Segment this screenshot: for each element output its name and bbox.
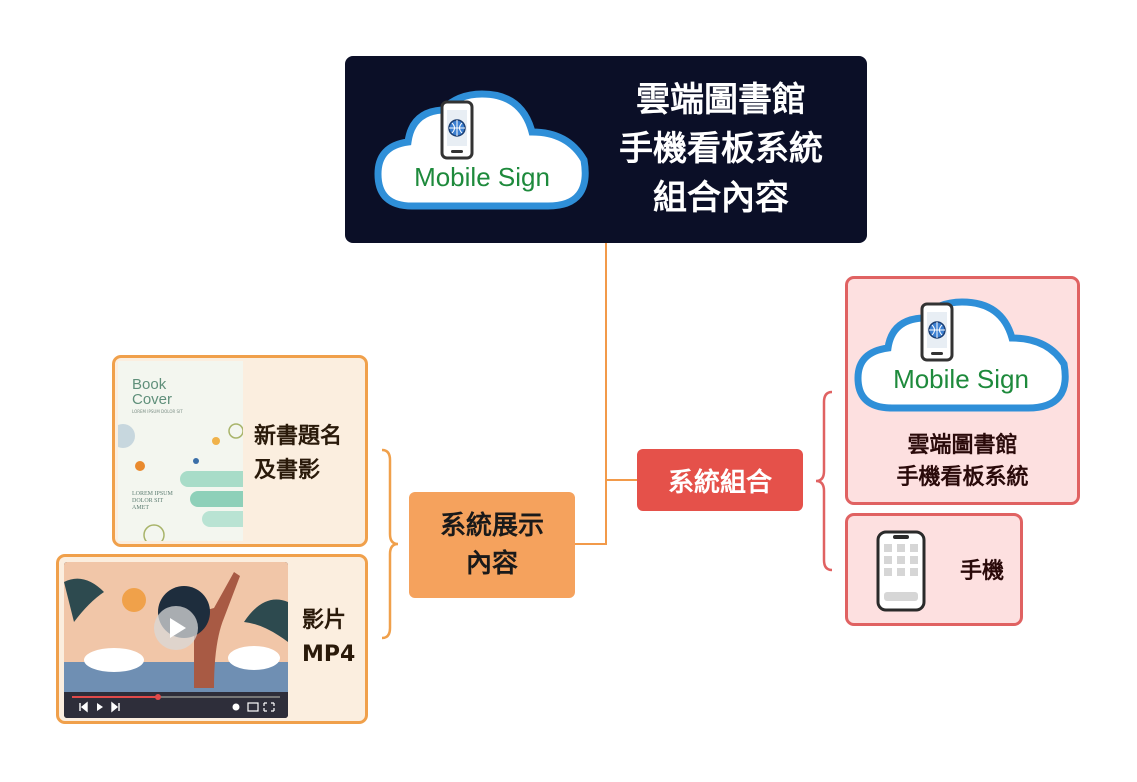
book-cover-image: Book Cover LOREM IPSUM DOLOR SIT LOREM I…	[118, 361, 243, 541]
book-cover-body-line-3: AMET	[132, 505, 149, 511]
video-card-label-line-1: 影片	[302, 608, 347, 633]
connector-display	[575, 543, 607, 545]
book-card-label-line-2: 及書影	[254, 458, 321, 483]
root-title-line-2: 手機看板系統	[619, 129, 823, 169]
bracket-right	[815, 390, 833, 572]
book-cover-title-line-1: Book	[132, 376, 167, 393]
book-cover-title: Book Cover	[132, 377, 172, 407]
book-cover-subtitle: LOREM IPSUM DOLOR SIT	[132, 409, 183, 414]
display-content-node: 系統展示 內容	[409, 492, 575, 598]
mobile-sign-card-logo	[854, 298, 1069, 412]
phone-card-label: 手機	[960, 559, 1005, 584]
book-card-label-line-1: 新書題名	[254, 424, 343, 449]
mobile-sign-card-label-line-1: 雲端圖書館	[907, 433, 1018, 458]
root-title-line-3: 組合內容	[653, 178, 789, 218]
bracket-left	[381, 448, 399, 640]
root-title: 雲端圖書館 手機看板系統 組合內容	[580, 76, 862, 223]
mobile-sign-card-label-line-2: 手機看板系統	[896, 465, 1029, 490]
book-cover-body: LOREM IPSUM DOLOR SIT AMET	[132, 491, 173, 512]
book-cover-body-line-2: DOLOR SIT	[132, 498, 164, 504]
root-logo-text: Mobile Sign	[414, 162, 550, 192]
book-cover-body-line-1: LOREM IPSUM	[132, 491, 173, 497]
book-cover-title-line-2: Cover	[132, 391, 173, 408]
connector-root-down	[605, 243, 607, 545]
display-node-line-1: 系統展示	[439, 511, 544, 541]
video-card-label: 影片 MP4	[302, 604, 355, 672]
video-card-label-line-2: MP4	[302, 642, 356, 667]
mobile-sign-card-logo-text: Mobile Sign	[893, 364, 1029, 394]
video-thumbnail	[64, 562, 288, 718]
connector-combo	[607, 479, 637, 481]
book-card-label: 新書題名 及書影	[254, 420, 342, 488]
phone-card	[845, 513, 1023, 626]
smartphone-icon	[876, 530, 926, 612]
mobile-sign-card-label: 雲端圖書館 手機看板系統	[848, 430, 1077, 494]
system-combo-node: 系統組合	[637, 449, 803, 511]
root-title-line-1: 雲端圖書館	[636, 80, 806, 120]
display-node-line-2: 內容	[465, 549, 518, 579]
mobile-sign-logo	[374, 90, 589, 210]
